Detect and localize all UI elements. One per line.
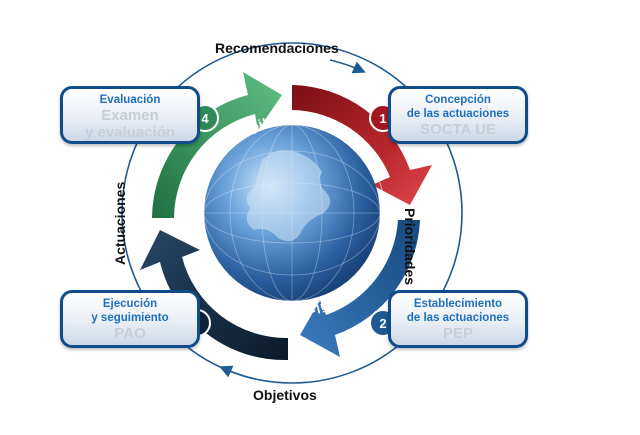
stage-2-title-line2: de las actuaciones (406, 312, 510, 324)
stage-box-establecimiento: Establecimiento de las actuaciones PEP (388, 290, 528, 348)
stage-box-evaluacion: Evaluación Examen y evaluación (60, 86, 200, 144)
stage-4-title-line1: Evaluación (99, 94, 161, 106)
label-recomendaciones: Recomendaciones (215, 40, 339, 56)
svg-text:1: 1 (379, 111, 386, 126)
inner-text-ring (198, 119, 386, 307)
svg-text:2: 2 (379, 316, 386, 331)
stage-3-title-line2: y seguimiento (91, 312, 169, 324)
globe-landmass (246, 150, 331, 242)
stage-box-ejecucion: Ejecución y seguimiento PAO (60, 290, 200, 348)
stage-4-sub: Examen y evaluación (84, 107, 176, 141)
stage-3-arrow (140, 230, 288, 361)
label-prioridades: Prioridades (402, 208, 418, 286)
stage-3-sub: PAO (114, 325, 146, 342)
stage-1-title-line1: Concepción (425, 94, 491, 106)
svg-text:4: 4 (201, 111, 209, 126)
stage-2-sub: PEP (442, 325, 473, 342)
stage-2-title-line1: Establecimiento (413, 298, 503, 310)
outer-cycle-ring (121, 42, 463, 384)
label-objetivos: Objetivos (253, 387, 317, 403)
stage-1-arrow (292, 85, 432, 205)
label-actuaciones: Actuaciones (112, 181, 128, 265)
stage-box-concepcion: Concepción de las actuaciones SOCTA UE (388, 86, 528, 144)
outer-ring-arrow-bottom (219, 365, 256, 380)
stage-1-sub: SOCTA UE (420, 121, 496, 138)
stage-3-title-line1: Ejecución (102, 298, 158, 310)
outer-ring-arrow-top (329, 59, 366, 74)
stage-1-title-line2: de las actuaciones (406, 108, 510, 120)
stage-2-arrow (300, 220, 420, 357)
stage-4-arrow (152, 72, 282, 218)
